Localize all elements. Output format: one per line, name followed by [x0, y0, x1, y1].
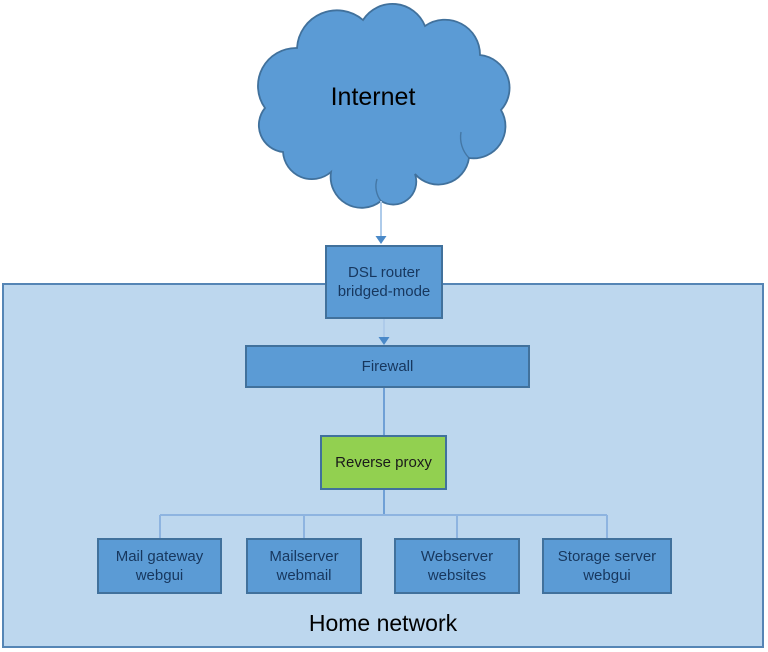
webserver-label-line2: websites: [427, 567, 487, 584]
storage-server-label-line1: Storage server: [557, 548, 657, 565]
mail-gateway-label-line1: Mail gateway: [115, 548, 204, 565]
firewall-node: Firewall: [245, 345, 530, 388]
internet-label: Internet: [330, 83, 416, 111]
dsl-router-label-line1: DSL router: [348, 264, 420, 281]
home-network-label: Home network: [308, 610, 458, 636]
dsl-router-label-line2: bridged-mode: [337, 283, 431, 300]
mailserver-node: Mailserver webmail: [246, 538, 362, 594]
storage-server-node: Storage server webgui: [542, 538, 672, 594]
firewall-label: Firewall: [361, 358, 414, 375]
mail-gateway-label-line2: webgui: [135, 567, 184, 584]
cloud-detail-arc: [459, 131, 470, 159]
cloud-detail-arc: [375, 178, 382, 202]
webserver-node: Webserver websites: [394, 538, 520, 594]
mail-gateway-node: Mail gateway webgui: [97, 538, 222, 594]
cloud-shape: [257, 3, 511, 209]
internet-cloud: [257, 3, 511, 209]
router-arrowhead-icon: [375, 236, 387, 244]
reverse-proxy-node: Reverse proxy: [320, 435, 447, 490]
mailserver-label-line2: webmail: [276, 567, 332, 584]
firewall-arrowhead-icon: [378, 337, 390, 345]
storage-server-label-line2: webgui: [583, 567, 631, 584]
webserver-label-line1: Webserver: [420, 548, 494, 565]
dsl-router-node: DSL router bridged-mode: [325, 245, 443, 319]
reverse-proxy-label: Reverse proxy: [335, 454, 432, 471]
mailserver-label-line1: Mailserver: [269, 548, 339, 565]
